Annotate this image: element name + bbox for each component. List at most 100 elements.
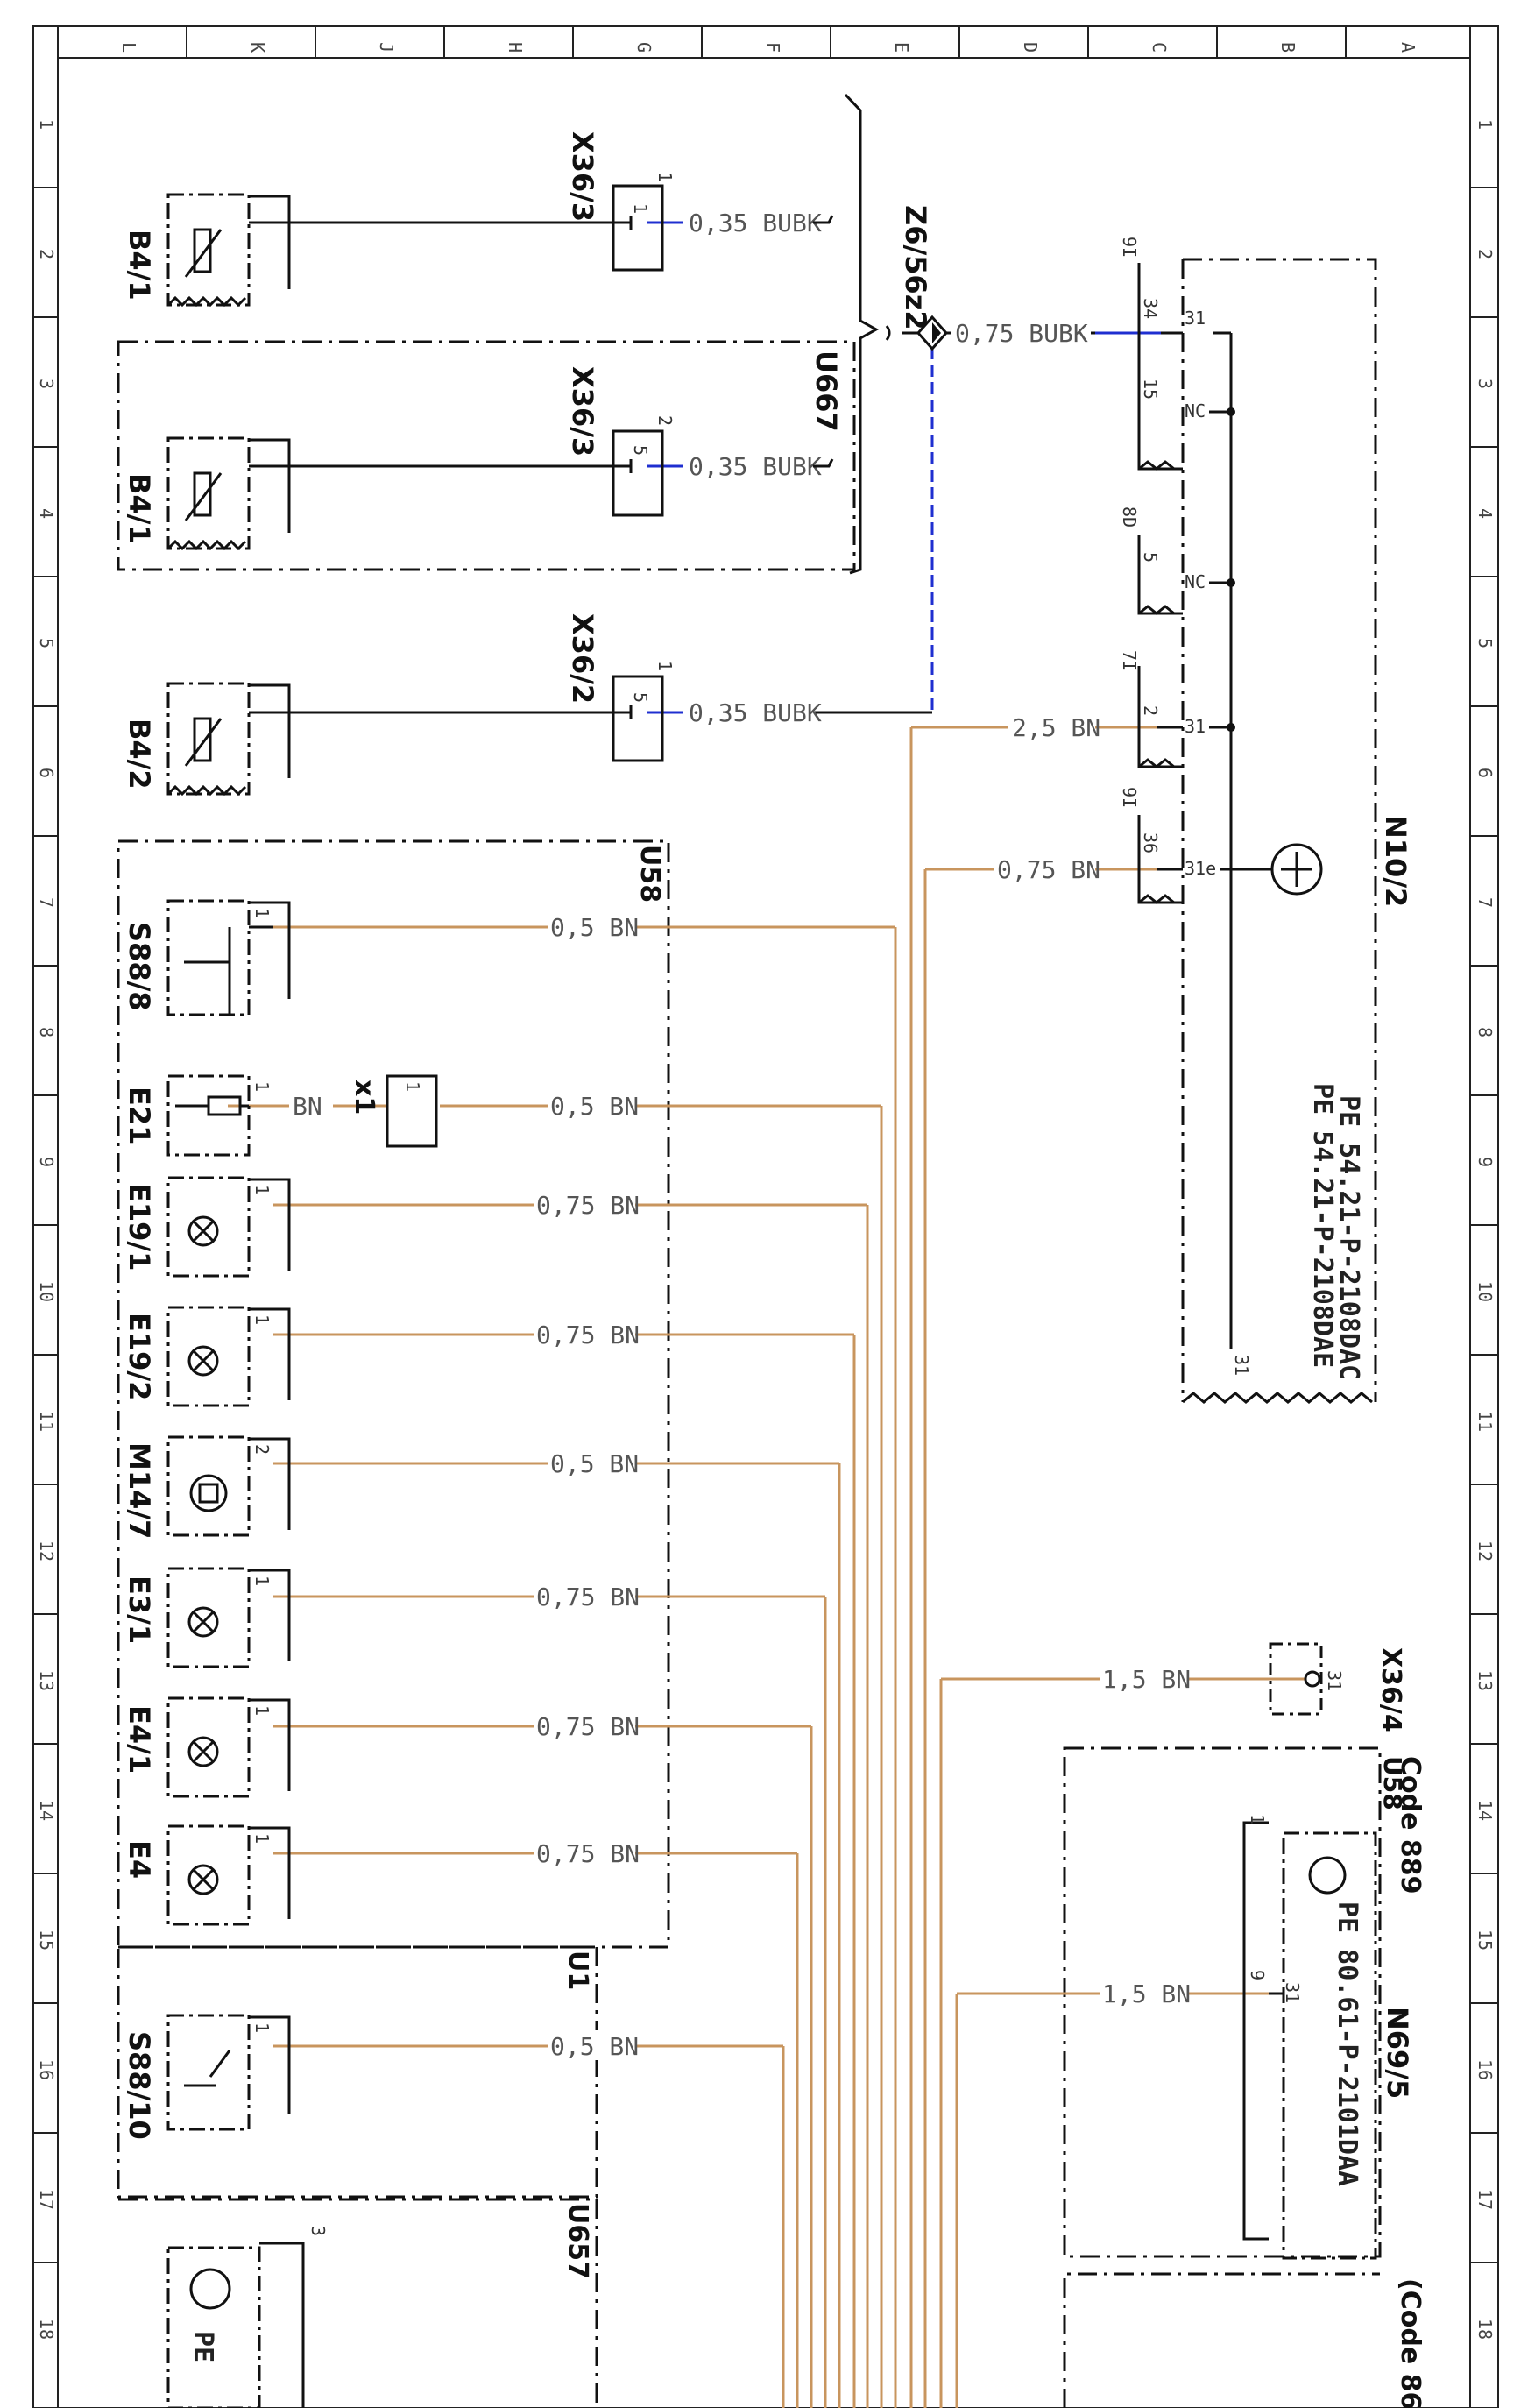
pin-label: NC	[1185, 571, 1206, 592]
wire-label: 0,75 BN	[536, 1712, 640, 1741]
wire-label: 0,5 BN	[550, 2032, 639, 2061]
col-label: D	[1020, 42, 1041, 53]
pin-label: 1	[630, 203, 651, 214]
row-label: 10	[36, 1281, 57, 1302]
col-label: G	[633, 42, 654, 53]
x362-label: X36/2	[566, 613, 599, 704]
wire-label: 2,5 BN	[1012, 713, 1100, 742]
wire-end-marks	[813, 215, 834, 468]
pin-label: 5	[1140, 552, 1161, 563]
pin-label: 8D	[1119, 506, 1140, 528]
wire-label: 1,5 BN	[1102, 1980, 1191, 2008]
wire-label: 0,75 BN	[536, 1191, 640, 1220]
wire-label: 0,5 BN	[550, 1449, 639, 1478]
col-label: E	[891, 42, 912, 53]
wire-label: 0,75 BN	[536, 1583, 640, 1611]
pin-label: 7I	[1119, 650, 1140, 671]
z6-label: Z6/56z2	[899, 205, 932, 330]
row-label: 4	[36, 508, 57, 519]
row-label: 16	[36, 2059, 57, 2080]
wire-labels: 0,35 BUBK 0,35 BUBK 0,35 BUBK 0,75 BUBK …	[293, 209, 1191, 2061]
wire-label: 0,35 BUBK	[689, 209, 822, 237]
pin-label: NC	[1185, 400, 1206, 421]
wire-label: 0,35 BUBK	[689, 698, 822, 727]
n102-pin-labels: 34 31 15 NC 5 NC 2 31 36 31e 31 9I 8D 7I…	[1119, 237, 1252, 1376]
col-label: F	[762, 42, 783, 53]
pin-label: 1	[251, 2022, 272, 2033]
b41-mid-label: B4/1	[123, 473, 156, 544]
row-markers	[33, 187, 1498, 2263]
u58-pin-labels: 1 1 1 1 1 2 1 1 1 1 3	[251, 908, 423, 2236]
code86-box	[1063, 2272, 1380, 2408]
n695-label: N69/5	[1381, 2007, 1414, 2099]
n102-box	[1183, 258, 1377, 1402]
pin-label: 31	[1231, 1355, 1252, 1376]
row-labels-left: 1 2 3 4 5 6 7 8 9 10 11 12 13 14 15 16 1…	[36, 119, 57, 2340]
row-label: 8	[36, 1027, 57, 1038]
col-label: K	[247, 42, 268, 53]
x36-connectors	[612, 184, 664, 762]
row-label: 11	[1475, 1411, 1496, 1432]
pin-label: 2	[1140, 705, 1161, 716]
pin-label: 5	[630, 445, 651, 456]
pin-label: 1	[251, 1705, 272, 1716]
row-label: 5	[1475, 638, 1496, 648]
pe-ref-3: PE 80.61-P-2101DAA	[1332, 1902, 1362, 2186]
row-label: 17	[1475, 2189, 1496, 2210]
row-label: 15	[36, 1930, 57, 1951]
wire-label: 0,75 BUBK	[955, 319, 1088, 348]
pin-label: 9I	[1119, 237, 1140, 258]
pin-label: 2	[654, 415, 676, 426]
row-label: 16	[1475, 2059, 1496, 2080]
row-label: 1	[1475, 119, 1496, 130]
n102-label: N10/2	[1379, 815, 1412, 907]
row-label: 6	[1475, 768, 1496, 778]
u1-box	[117, 1945, 598, 2199]
column-markers	[186, 26, 1347, 58]
row-label: 7	[1475, 897, 1496, 908]
u657-box	[118, 2198, 598, 2408]
splice-junction	[885, 315, 949, 351]
enclosures	[117, 258, 1382, 2408]
wire-label: 0,75 BN	[997, 855, 1100, 884]
row-label: 13	[1475, 1670, 1496, 1691]
pin-label: 1	[654, 172, 676, 182]
pin-label: 9	[1247, 1970, 1268, 1980]
wire-label: 0,5 BN	[550, 913, 639, 942]
col-label: L	[118, 42, 139, 53]
x364-n695	[1242, 1642, 1377, 2260]
pin-label: 1	[251, 1833, 272, 1844]
pin-label: 36	[1140, 832, 1161, 853]
wire-label: 1,5 BN	[1102, 1665, 1191, 1694]
row-label: 5	[36, 638, 57, 648]
code889-label: Code 889	[1395, 1756, 1425, 1895]
n102-nodes	[1227, 407, 1235, 732]
row-label: 14	[1475, 1800, 1496, 1821]
row-label: 10	[1475, 1281, 1496, 1302]
connector-wavy	[1138, 460, 1175, 904]
e192-label: E19/2	[123, 1313, 156, 1400]
x363b-label: X36/3	[566, 366, 599, 457]
pin-label: 2	[251, 1444, 272, 1455]
u657-label: U657	[562, 2203, 593, 2279]
pin-label: 1	[251, 1576, 272, 1586]
pin-label: 5	[630, 692, 651, 703]
pin-label: 15	[1140, 379, 1161, 400]
e4-label: E4	[123, 1840, 156, 1879]
pin-label: 31e	[1185, 858, 1216, 879]
s888-label: S88/8	[123, 922, 156, 1011]
col-label: A	[1397, 42, 1418, 53]
wire-label: BN	[293, 1092, 322, 1121]
pin-label: 1	[402, 1081, 423, 1092]
wire-label: 0,35 BUBK	[689, 452, 822, 481]
col-label: C	[1149, 42, 1170, 53]
pe-ref-4: PE	[187, 2331, 218, 2362]
x1-label: x1	[349, 1080, 379, 1115]
pin-label: 1	[1247, 1814, 1268, 1824]
wire-label-bg	[289, 207, 1187, 2060]
m147-label: M14/7	[123, 1442, 156, 1539]
pin-label: 1	[251, 908, 272, 918]
u667-brace	[844, 93, 880, 575]
row-label: 12	[36, 1540, 57, 1562]
